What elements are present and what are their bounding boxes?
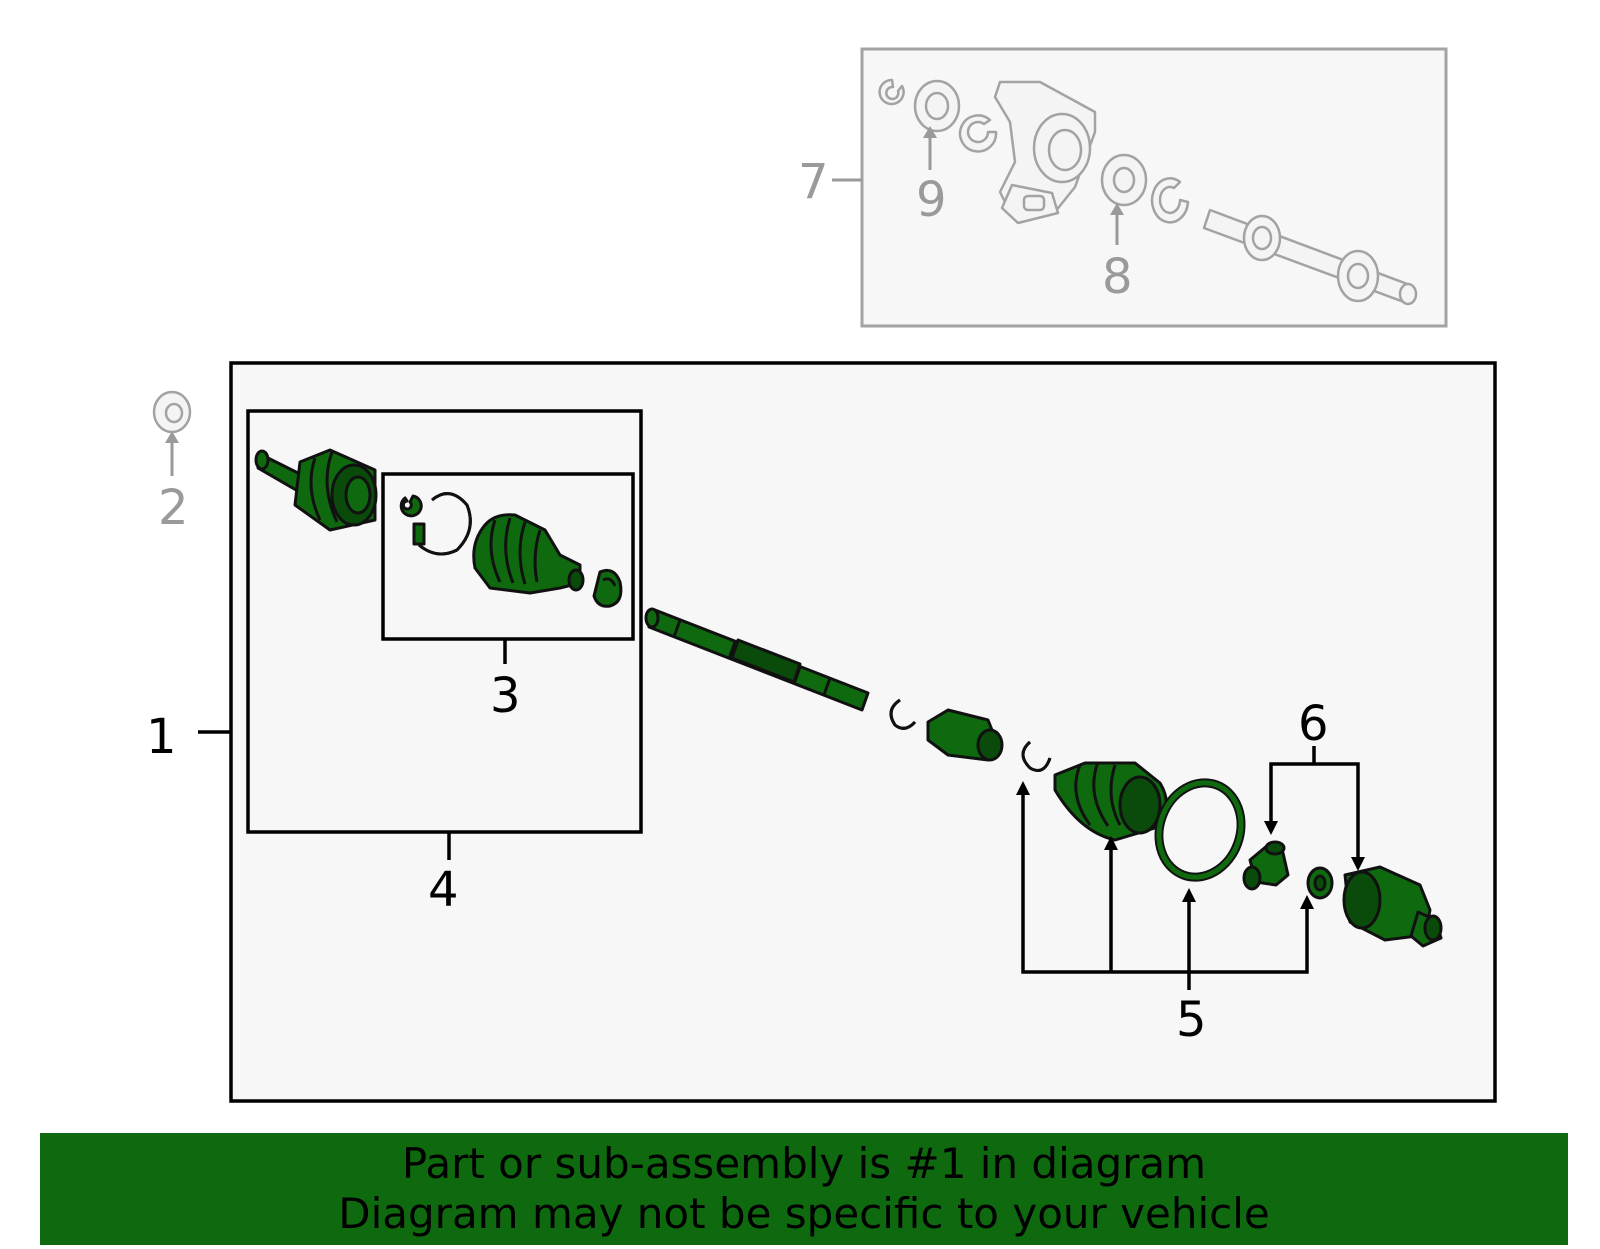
outer-cv-joint (254, 448, 378, 532)
footer-banner: Part or sub-assembly is #1 in diagram Di… (40, 1133, 1568, 1245)
boot-kit-parts (399, 492, 623, 608)
leader-9-arrow (923, 126, 937, 138)
intermediate-shaft (1202, 208, 1418, 306)
leaders-6-arrows (1264, 821, 1365, 871)
knuckle-inset (832, 47, 1448, 328)
leader-8-arrow (1110, 203, 1124, 215)
callout-7: 7 (798, 154, 829, 210)
leaders-5-arrows (1016, 781, 1314, 909)
axle-nut-2 (152, 390, 192, 476)
callout-3: 3 (490, 668, 521, 724)
footer-line-2: Diagram may not be specific to your vehi… (338, 1189, 1270, 1238)
leaders-6 (1269, 746, 1360, 862)
circlip-grey-2 (1150, 177, 1190, 224)
callout-1: 1 (146, 709, 177, 765)
footer-line-1: Part or sub-assembly is #1 in diagram (401, 1139, 1207, 1188)
snap-ring-small-grey (878, 78, 905, 106)
inner-joint-parts (889, 698, 1443, 948)
callout-5: 5 (1176, 992, 1207, 1048)
steering-knuckle (993, 80, 1097, 225)
circlip-grey (958, 114, 998, 153)
callout-2: 2 (158, 480, 189, 536)
callout-8: 8 (1102, 249, 1133, 305)
callout-4: 4 (428, 862, 459, 918)
seal-part-8 (1100, 153, 1148, 207)
seal-part-9 (913, 79, 961, 133)
leaders-5 (1021, 790, 1309, 990)
callout-9: 9 (916, 172, 947, 228)
axle-shaft (644, 607, 870, 712)
callout-6: 6 (1298, 696, 1329, 752)
